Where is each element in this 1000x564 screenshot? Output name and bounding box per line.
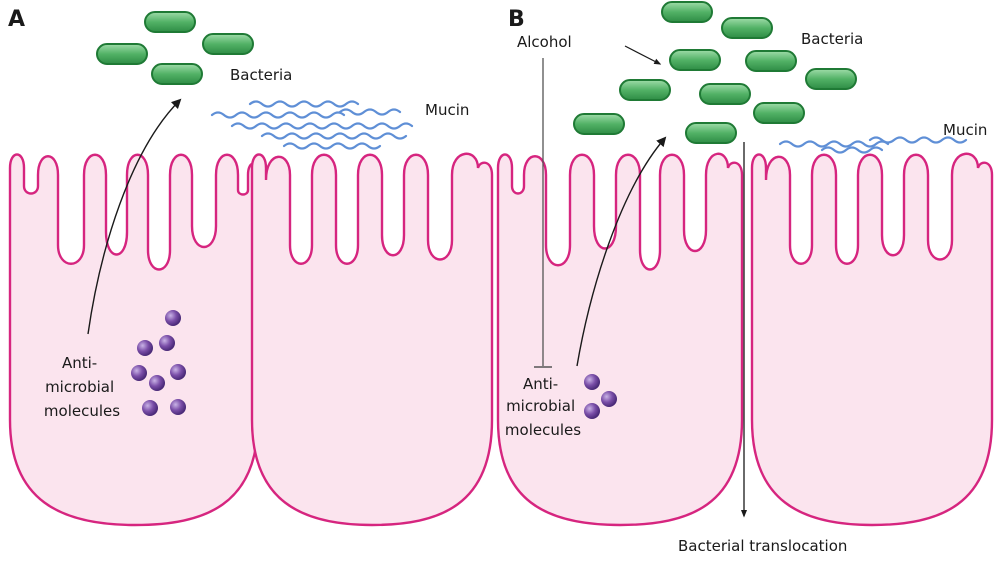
panel-b-letter: B (508, 7, 525, 32)
molecule (142, 400, 158, 416)
bacteria-cluster (96, 11, 254, 85)
bacteria-label: Bacteria (230, 66, 292, 84)
molecule (149, 375, 165, 391)
mucin-strand (820, 146, 884, 154)
molecule (137, 340, 153, 356)
antimicrobial-arrow (87, 98, 182, 335)
mucin-strand (778, 140, 890, 148)
bacterium (661, 1, 713, 23)
antimicrobial-molecules (584, 374, 617, 419)
molecule (170, 364, 186, 380)
epithelial-cell (750, 152, 994, 527)
bacteria-cluster (573, 1, 857, 144)
mucin-strand (260, 132, 408, 140)
mucin-layer (778, 136, 968, 154)
antimicrobial-molecules (131, 310, 186, 416)
mucin-strand (868, 136, 968, 144)
bacterium (151, 63, 203, 85)
molecule (584, 374, 600, 390)
molecule (601, 391, 617, 407)
bacterium (619, 79, 671, 101)
bacterium (573, 113, 625, 135)
mucin-label: Mucin (425, 101, 469, 119)
mucin-label: Mucin (943, 121, 987, 139)
bacterium (685, 122, 737, 144)
epithelial-cell (496, 152, 744, 527)
translocation-label: Bacterial translocation (678, 537, 847, 555)
panel-a-letter: A (8, 7, 25, 32)
antimicrobial-arrow (576, 136, 667, 367)
bacterium (753, 102, 805, 124)
antimicrobial-label: Anti- microbial molecules (44, 354, 120, 420)
alcohol-label: Alcohol (517, 33, 572, 51)
bacterium (144, 11, 196, 33)
mucin-strand (282, 142, 382, 150)
molecule (170, 399, 186, 415)
epithelial-cell (250, 152, 494, 527)
bacterium (745, 50, 797, 72)
molecule (131, 365, 147, 381)
bacterium (699, 83, 751, 105)
bacterium (721, 17, 773, 39)
bacterium (805, 68, 857, 90)
molecule (584, 403, 600, 419)
bacterium (669, 49, 721, 71)
bacterium (202, 33, 254, 55)
mucin-strand (230, 122, 414, 130)
panel-a: A Mucin Bacteria (8, 7, 494, 527)
mucin-layer (210, 100, 414, 150)
epithelial-cell (8, 153, 260, 527)
molecule (159, 335, 175, 351)
mucin-strand (248, 100, 360, 108)
molecule (165, 310, 181, 326)
panel-b: B Mucin Bacteria Alcohol (496, 1, 994, 555)
mucin-strand (338, 108, 402, 116)
pointer-arrow (624, 45, 662, 65)
bacterium (96, 43, 148, 65)
bacteria-label: Bacteria (801, 30, 863, 48)
antimicrobial-label: Anti- microbial molecules (505, 375, 581, 439)
mucin-strand (210, 111, 346, 119)
